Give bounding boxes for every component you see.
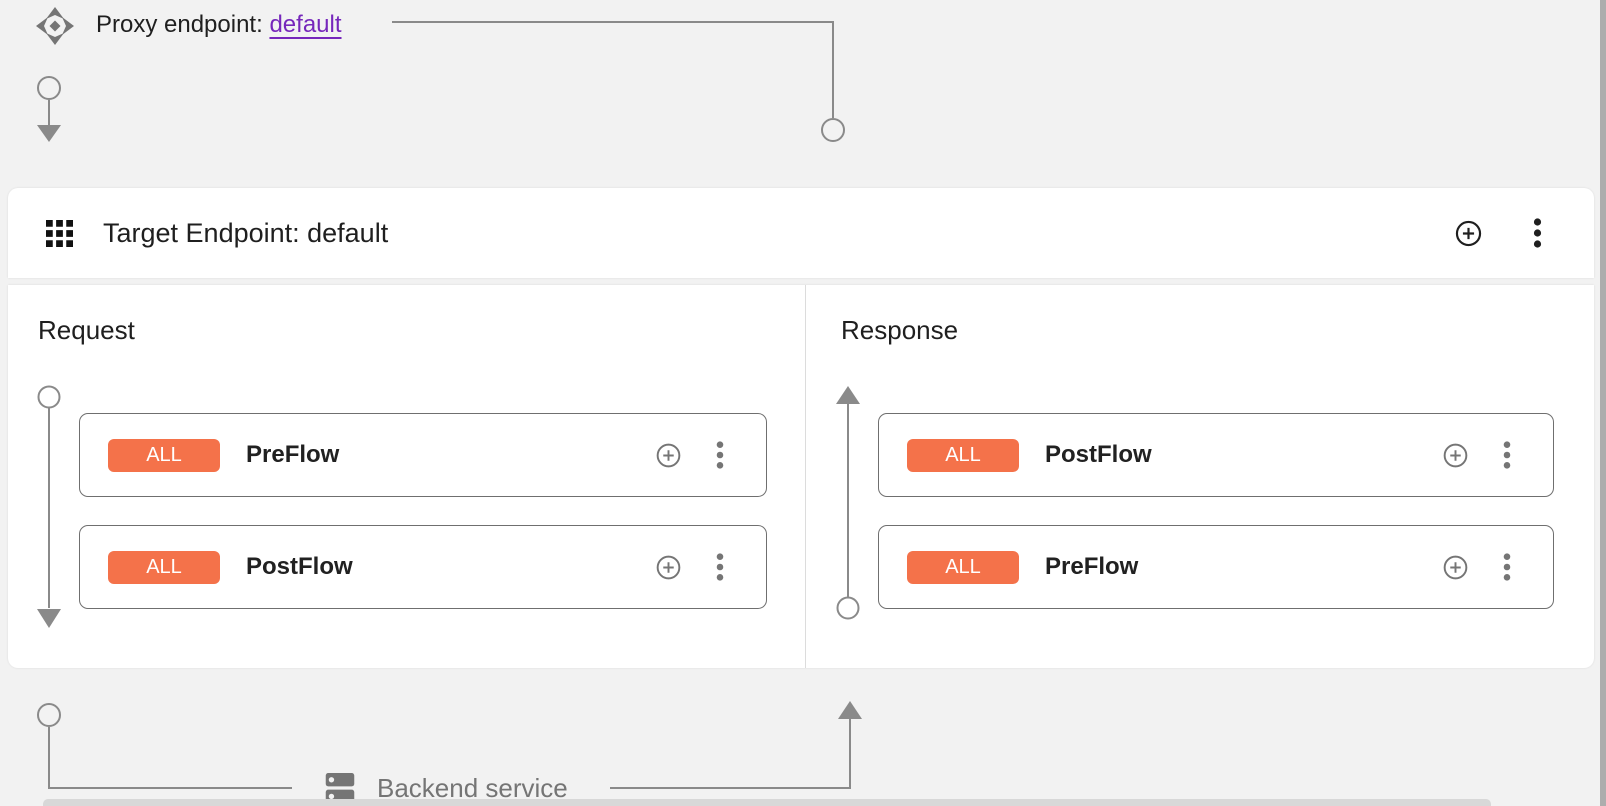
target-endpoint-title: Target Endpoint: default (103, 217, 389, 248)
flow-kebab-menu-icon[interactable] (1501, 552, 1513, 582)
window-edge (1600, 0, 1606, 806)
proxy-endpoint-row: Proxy endpoint: default (96, 9, 342, 41)
target-endpoint-header: Target Endpoint: default (8, 188, 1594, 278)
backend-service-label: Backend service (377, 773, 568, 803)
condition-badge: ALL (108, 438, 220, 472)
next-card-edge (43, 799, 1491, 806)
kebab-menu-icon[interactable] (1531, 217, 1544, 249)
response-panel-title: Response (841, 315, 959, 345)
add-step-icon[interactable] (1440, 552, 1471, 583)
proxy-endpoint-icon (36, 7, 74, 45)
request-panel-title: Request (38, 315, 135, 345)
flow-kebab-menu-icon[interactable] (714, 440, 726, 470)
request-panel: Request ALL PreFlow (8, 285, 806, 668)
proxy-endpoint-label: Proxy endpoint: (96, 11, 263, 38)
flow-name: PreFlow (246, 441, 340, 468)
flow-card-request-postflow[interactable]: ALL PostFlow (79, 525, 767, 609)
add-step-icon[interactable] (1440, 440, 1471, 471)
flow-name: PreFlow (1045, 553, 1139, 580)
condition-badge: ALL (907, 438, 1019, 472)
add-step-icon[interactable] (653, 440, 684, 471)
add-step-icon[interactable] (653, 552, 684, 583)
flow-kebab-menu-icon[interactable] (714, 552, 726, 582)
flow-name: PostFlow (246, 553, 353, 580)
flow-card-request-preflow[interactable]: ALL PreFlow (79, 413, 767, 497)
flow-name: PostFlow (1045, 441, 1152, 468)
flow-kebab-menu-icon[interactable] (1501, 440, 1513, 470)
add-circle-icon[interactable] (1452, 217, 1485, 250)
proxy-endpoint-link[interactable]: default (269, 11, 342, 38)
condition-badge: ALL (907, 550, 1019, 584)
response-panel: Response ALL PostFlow (807, 285, 1594, 668)
target-endpoint-body: Request ALL PreFlow (8, 285, 1594, 668)
flow-card-response-postflow[interactable]: ALL PostFlow (878, 413, 1554, 497)
condition-badge: ALL (108, 550, 220, 584)
grid-icon (46, 219, 73, 247)
flow-card-response-preflow[interactable]: ALL PreFlow (878, 525, 1554, 609)
